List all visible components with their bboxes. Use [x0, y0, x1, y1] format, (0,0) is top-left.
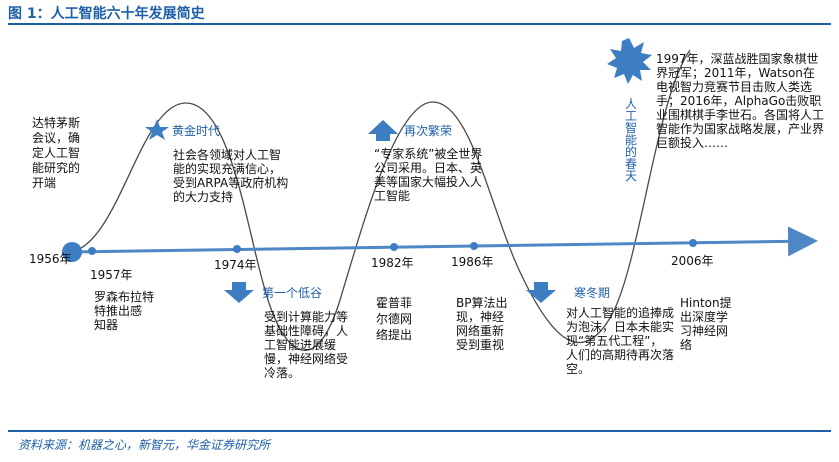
- year-2006: 2006年: [671, 254, 714, 268]
- event-1956-dartmouth: 达特茅斯会议，确定人工智能研究的开端: [32, 116, 81, 190]
- down-arrow-icon: [224, 282, 254, 303]
- node-2006: [689, 239, 697, 247]
- node-1956: [62, 242, 82, 262]
- node-1957: [88, 247, 96, 255]
- event-1982-line: 尔德网: [376, 312, 413, 326]
- ai-development-wave: [71, 49, 691, 351]
- event-1957-line: 罗森布拉特: [94, 290, 155, 304]
- phase-label-boom: 再次繁荣: [404, 124, 453, 138]
- phase-label-spring: 人工智能的春天: [625, 97, 638, 183]
- event-1986-backprop: BP算法出现，神经网络重新受到重视: [456, 296, 508, 352]
- event-1957-line: 特推出感: [94, 304, 143, 318]
- figure-title: 图 1：人工智能六十年发展简史: [8, 6, 205, 22]
- source-note: 资料来源：机器之心，新智元，华金证券研究所: [18, 438, 271, 452]
- phase-label-first-trough: 第一个低谷: [262, 286, 323, 300]
- node-1986: [470, 242, 478, 250]
- year-1974: 1974年: [214, 258, 257, 272]
- timeline-axis: [71, 226, 818, 257]
- event-2006-deep-learning: Hinton提出深度学习神经网络: [680, 296, 732, 352]
- boom-description: “专家系统”被全世界公司采用。日本、英美等国家大幅投入人工智能: [374, 147, 483, 203]
- phase-label-winter: 寒冬期: [574, 286, 611, 300]
- node-1982: [390, 243, 398, 251]
- event-1982-line: 络提出: [376, 328, 413, 342]
- phase-label-golden-age: 黄金时代: [172, 124, 221, 138]
- up-arrow-icon: [368, 120, 398, 141]
- year-1957: 1957年: [90, 268, 133, 282]
- footer-divider: [8, 430, 831, 432]
- down-arrow-icon: [526, 282, 556, 303]
- event-1982-line: 霍普菲: [376, 296, 413, 310]
- star-icon: [145, 119, 169, 140]
- winter-description: 对人工智能的追捧成为泡沫，日本未能实现“第五代工程”，人们的高期待再次落空。: [566, 306, 675, 376]
- year-1956: 1956年: [29, 252, 72, 266]
- year-1986: 1986年: [451, 255, 494, 269]
- node-1974: [233, 245, 241, 253]
- golden-age-description: 社会各领域对人工智能的实现充满信心，受到ARPA等政府机构的大力支持: [173, 148, 289, 204]
- title-divider: [8, 23, 831, 25]
- event-1957-line: 知器: [94, 318, 119, 332]
- spring-description: 1997年，深蓝战胜国家象棋世界冠军；2011年，Watson在电视智力竞赛节目…: [656, 52, 825, 150]
- year-1982: 1982年: [371, 256, 414, 270]
- burst-icon: [607, 38, 652, 84]
- first-trough-description: 受到计算能力等基础性障碍，人工智能进展缓慢，神经网络受冷落。: [264, 310, 349, 380]
